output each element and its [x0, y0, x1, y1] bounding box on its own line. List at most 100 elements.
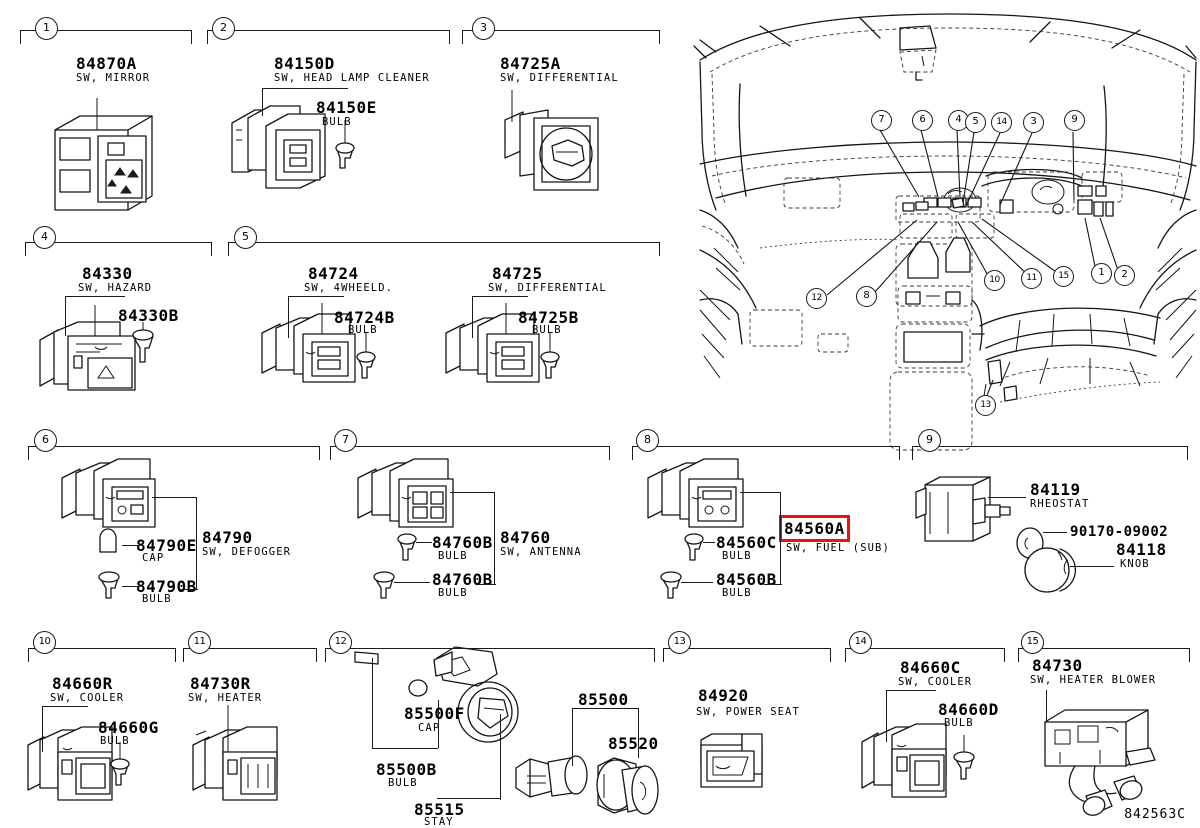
leader-g6-bulb: [122, 586, 138, 588]
leader-g12-f: [572, 708, 638, 710]
part-illustration-84870a: [54, 98, 153, 211]
part-number-84119[interactable]: 84119: [1030, 480, 1081, 499]
part-number-84660c[interactable]: 84660C: [900, 658, 961, 677]
part-number-84560a[interactable]: 84560A: [779, 515, 850, 542]
leader-g8-a: [740, 492, 780, 494]
part-number-84760[interactable]: 84760: [500, 528, 551, 547]
part-number-85500f[interactable]: 85500F: [404, 704, 465, 723]
part-desc-84760b-1: BULB: [438, 550, 468, 562]
group-number-6: 6: [34, 429, 57, 452]
part-number-84870a[interactable]: 84870A: [76, 54, 137, 73]
part-number-84118[interactable]: 84118: [1116, 540, 1167, 559]
part-number-84760b-2[interactable]: 84760B: [432, 570, 493, 589]
part-desc-84870a: SW, MIRROR: [76, 72, 151, 84]
group-number-12: 12: [329, 631, 352, 654]
part-number-84725a[interactable]: 84725A: [500, 54, 561, 73]
vehicle-callout-2[interactable]: 2: [1114, 265, 1135, 286]
part-number-85515[interactable]: 85515: [414, 800, 465, 819]
group-number-11: 11: [188, 631, 211, 654]
vehicle-interior-illustration: [693, 13, 1197, 451]
vehicle-callout-9[interactable]: 9: [1064, 110, 1085, 131]
leader-g6-a: [152, 497, 196, 499]
part-number-84790[interactable]: 84790: [202, 528, 253, 547]
leader-g10-top: [42, 706, 88, 708]
part-desc-84760b-2: BULB: [438, 587, 468, 599]
drawing-id: 842563C: [1124, 807, 1186, 822]
vehicle-callout-12[interactable]: 12: [806, 288, 827, 309]
group-number-4: 4: [33, 226, 56, 249]
group-bracket-9: [912, 446, 1188, 460]
vehicle-callout-13[interactable]: 13: [975, 395, 996, 416]
leader-g9-knob: [1070, 566, 1114, 568]
leader-g12-e: [437, 798, 501, 800]
part-desc-84760: SW, ANTENNA: [500, 546, 582, 558]
part-number-84330b[interactable]: 84330B: [118, 306, 179, 325]
part-number-85500b[interactable]: 85500B: [376, 760, 437, 779]
vehicle-callout-5[interactable]: 5: [965, 112, 986, 133]
part-desc-84725: SW, DIFFERENTIAL: [488, 282, 607, 294]
part-number-84150e[interactable]: 84150E: [316, 98, 377, 117]
part-desc-84560c: BULB: [722, 550, 752, 562]
part-desc-84560a: SW, FUEL (SUB): [786, 542, 890, 554]
part-number-84790b[interactable]: 84790B: [136, 577, 197, 596]
leader-g5a-top: [288, 296, 344, 298]
part-desc-84790b: BULB: [142, 593, 172, 605]
leader-g5b-top: [472, 296, 528, 298]
group-bracket-11: [183, 648, 317, 662]
group-number-2: 2: [212, 17, 235, 40]
part-desc-85500f: CAP: [418, 722, 441, 734]
part-number-84730[interactable]: 84730: [1032, 656, 1083, 675]
vehicle-callout-14[interactable]: 14: [991, 112, 1012, 133]
vehicle-callout-leaders: [826, 129, 1120, 404]
group-bracket-4: [25, 242, 212, 256]
part-number-90170-09002[interactable]: 90170-09002: [1070, 524, 1169, 540]
part-number-84660r[interactable]: 84660R: [52, 674, 113, 693]
part-number-84660g[interactable]: 84660G: [98, 718, 159, 737]
part-desc-84790e: CAP: [142, 552, 165, 564]
part-number-84724b[interactable]: 84724B: [334, 308, 395, 327]
leader-g9-washer: [1043, 532, 1067, 534]
leader-g5b-left: [472, 296, 474, 338]
part-number-84920[interactable]: 84920: [698, 686, 749, 705]
vehicle-callout-11[interactable]: 11: [1021, 268, 1042, 289]
part-number-84760b-1[interactable]: 84760B: [432, 533, 493, 552]
vehicle-callout-15[interactable]: 15: [1053, 266, 1074, 287]
part-number-84790e[interactable]: 84790E: [136, 536, 197, 555]
part-desc-84119: RHEOSTAT: [1030, 498, 1090, 510]
leader-g6-c: [180, 589, 198, 591]
part-number-84730r[interactable]: 84730R: [190, 674, 251, 693]
vehicle-callout-8[interactable]: 8: [856, 286, 877, 307]
leader-g14-left: [886, 690, 888, 742]
vehicle-callout-3[interactable]: 3: [1023, 112, 1044, 133]
part-number-84330[interactable]: 84330: [82, 264, 133, 283]
group-number-7: 7: [334, 429, 357, 452]
part-desc-85515: STAY: [424, 816, 454, 828]
vehicle-callout-7[interactable]: 7: [871, 110, 892, 131]
group-bracket-7: [330, 446, 610, 460]
vehicle-callout-6[interactable]: 6: [912, 110, 933, 131]
leader-g4-top: [65, 296, 125, 298]
part-number-84660d[interactable]: 84660D: [938, 700, 999, 719]
group-number-3: 3: [472, 17, 495, 40]
leader-g7-b: [494, 492, 496, 584]
part-number-84150d[interactable]: 84150D: [274, 54, 335, 73]
leader-g6-b: [196, 497, 198, 589]
part-number-84724[interactable]: 84724: [308, 264, 359, 283]
part-illustration-84920: [700, 733, 763, 788]
part-number-85520[interactable]: 85520: [608, 734, 659, 753]
part-number-84560c[interactable]: 84560C: [716, 533, 777, 552]
leader-g14-top: [886, 690, 936, 692]
part-desc-85500b: BULB: [388, 777, 418, 789]
part-number-85500[interactable]: 85500: [578, 690, 629, 709]
part-number-84725[interactable]: 84725: [492, 264, 543, 283]
leader-g8-bulb2: [681, 582, 713, 584]
part-desc-84730: SW, HEATER BLOWER: [1030, 674, 1157, 686]
leader-g8-b: [780, 492, 782, 584]
part-number-84725b[interactable]: 84725B: [518, 308, 579, 327]
vehicle-callout-1[interactable]: 1: [1091, 263, 1112, 284]
part-number-84560b[interactable]: 84560B: [716, 570, 777, 589]
vehicle-callout-10[interactable]: 10: [984, 270, 1005, 291]
group-bracket-1: [20, 30, 192, 44]
part-desc-84118: KNOB: [1120, 558, 1150, 570]
